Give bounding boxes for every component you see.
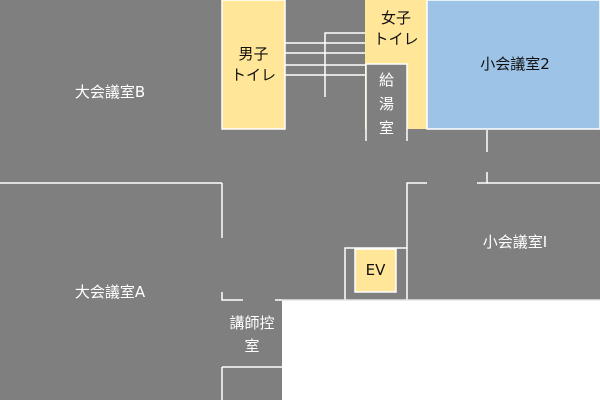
room-label-hall-b: 大会議室B xyxy=(74,83,146,101)
elevator-area[interactable] xyxy=(354,248,397,293)
walls xyxy=(0,32,600,400)
room-label-womens-toilet: 女子 トイレ xyxy=(373,9,419,48)
kitchen-area[interactable] xyxy=(366,64,407,141)
room-label-hall-a: 大会議室A xyxy=(74,283,146,301)
small-room-2-area[interactable] xyxy=(426,0,600,130)
room-label-kitchen: 給 湯 室 xyxy=(378,71,394,137)
room-label-mens-toilet: 男子 トイレ xyxy=(230,45,276,84)
room-label-lecturer-room: 講師控 室 xyxy=(229,314,275,355)
room-label-small-room-2: 小会議室2 xyxy=(480,55,550,73)
room-label-small-room-1: 小会議室Ⅰ xyxy=(482,233,548,251)
room-label-elevator: EV xyxy=(365,261,386,279)
